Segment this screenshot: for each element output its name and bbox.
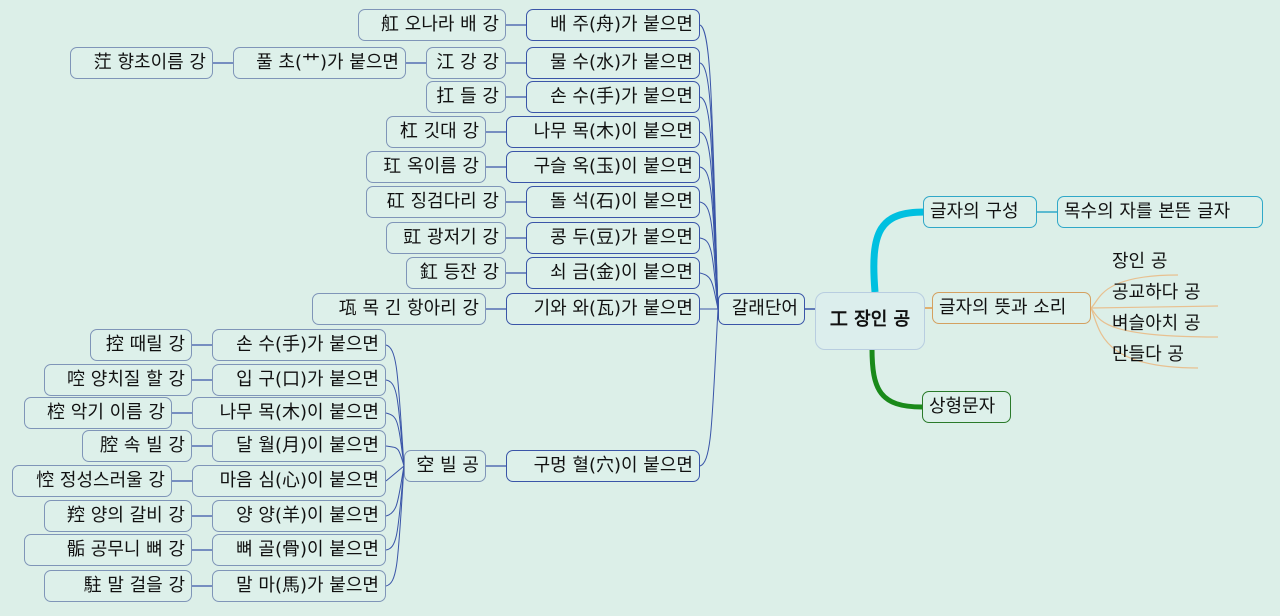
result-node[interactable]: 釭 등잔 강 xyxy=(406,257,506,289)
meaning-node[interactable]: 글자의 뜻과 소리 xyxy=(932,292,1091,324)
hole-radical-node[interactable]: 말 마(馬)가 붙으면 xyxy=(212,570,386,602)
radical-node[interactable]: 손 수(手)가 붙으면 xyxy=(526,81,700,113)
radical-node[interactable]: 쇠 금(金)이 붙으면 xyxy=(526,257,700,289)
hole-result-node[interactable]: 空 빌 공 xyxy=(404,450,486,482)
result-node[interactable]: 江 강 강 xyxy=(426,47,506,79)
hole-radical-node[interactable]: 뼈 골(骨)이 붙으면 xyxy=(212,534,386,566)
sub-radical-node[interactable]: 풀 초(艹)가 붙으면 xyxy=(233,47,406,79)
radical-node[interactable]: 돌 석(石)이 붙으면 xyxy=(526,186,700,218)
radical-node[interactable]: 구멍 혈(穴)이 붙으면 xyxy=(506,450,700,482)
result-node[interactable]: 玒 옥이름 강 xyxy=(366,151,486,183)
meaning-item[interactable]: 공교하다 공 xyxy=(1112,282,1201,303)
hole-result-item[interactable]: 控 때릴 강 xyxy=(90,329,192,361)
radical-node[interactable]: 기와 와(瓦)가 붙으면 xyxy=(506,293,700,325)
hole-radical-node[interactable]: 나무 목(木)이 붙으면 xyxy=(192,397,386,429)
hole-radical-node[interactable]: 입 구(口)가 붙으면 xyxy=(212,364,386,396)
meaning-item[interactable]: 장인 공 xyxy=(1112,251,1168,272)
result-node[interactable]: 舡 오나라 배 강 xyxy=(358,9,506,41)
sub-result-node[interactable]: 茳 향초이름 강 xyxy=(70,47,213,79)
result-node[interactable]: 扛 들 강 xyxy=(426,81,506,113)
hole-radical-node[interactable]: 마음 심(心)이 붙으면 xyxy=(192,465,386,497)
central-topic[interactable]: 工 장인 공 xyxy=(815,292,925,350)
hole-radical-node[interactable]: 달 월(月)이 붙으면 xyxy=(212,430,386,462)
derived-words-node[interactable]: 갈래단어 xyxy=(718,293,805,325)
composition-detail-node[interactable]: 목수의 자를 본뜬 글자 xyxy=(1057,196,1263,228)
hole-result-item[interactable]: 駐 말 걸을 강 xyxy=(44,570,192,602)
hole-result-item[interactable]: 啌 양치질 할 강 xyxy=(44,364,192,396)
hole-radical-node[interactable]: 양 양(羊)이 붙으면 xyxy=(212,500,386,532)
radical-node[interactable]: 구슬 옥(玉)이 붙으면 xyxy=(506,151,700,183)
hole-result-item[interactable]: 腔 속 빌 강 xyxy=(82,430,192,462)
radical-node[interactable]: 물 수(水)가 붙으면 xyxy=(526,47,700,79)
result-node[interactable]: 杠 깃대 강 xyxy=(386,116,486,148)
type-node[interactable]: 상형문자 xyxy=(922,391,1011,423)
hole-result-item[interactable]: 骺 공무니 뼈 강 xyxy=(24,534,192,566)
meaning-item[interactable]: 벼슬아치 공 xyxy=(1112,313,1201,334)
hole-radical-node[interactable]: 손 수(手)가 붙으면 xyxy=(212,329,386,361)
radical-node[interactable]: 나무 목(木)이 붙으면 xyxy=(506,116,700,148)
hole-result-item[interactable]: 椌 악기 이름 강 xyxy=(24,397,172,429)
radical-node[interactable]: 콩 두(豆)가 붙으면 xyxy=(526,222,700,254)
result-node[interactable]: 豇 광저기 강 xyxy=(386,222,506,254)
meaning-item[interactable]: 만들다 공 xyxy=(1112,344,1184,365)
radical-node[interactable]: 배 주(舟)가 붙으면 xyxy=(526,9,700,41)
result-node[interactable]: 瓨 목 긴 항아리 강 xyxy=(312,293,486,325)
hole-result-item[interactable]: 悾 정성스러울 강 xyxy=(12,465,172,497)
result-node[interactable]: 矼 징검다리 강 xyxy=(366,186,506,218)
hole-result-item[interactable]: 羫 양의 갈비 강 xyxy=(44,500,192,532)
composition-node[interactable]: 글자의 구성 xyxy=(923,196,1037,228)
